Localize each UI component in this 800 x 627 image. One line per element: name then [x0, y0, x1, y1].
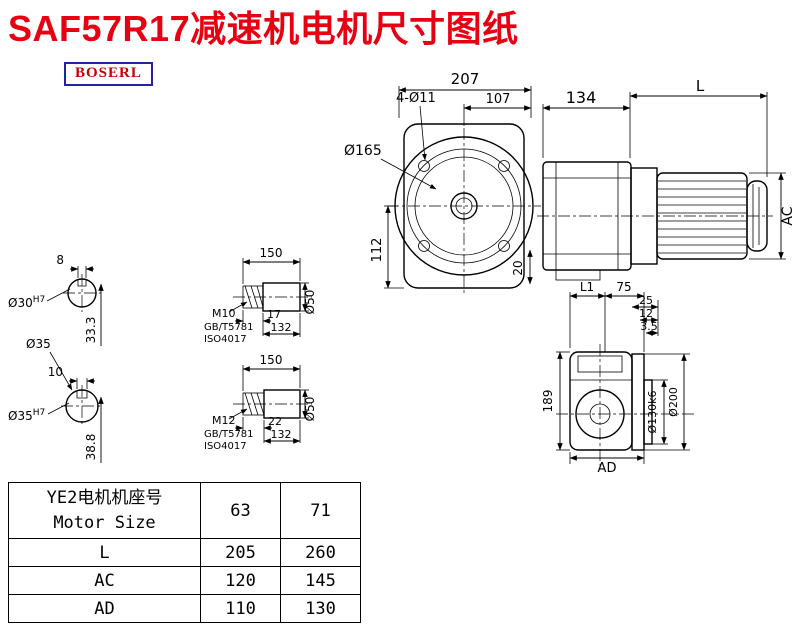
- dim-AC: AC: [780, 206, 796, 225]
- dim-112: 112: [370, 238, 385, 263]
- row-value: 260: [280, 538, 361, 567]
- thread-callout-m12: M12: [212, 414, 236, 427]
- standard-gb: GB/T5781: [204, 322, 254, 333]
- size-71-cell: 71: [280, 482, 361, 539]
- thread-callout-m10: M10: [212, 307, 236, 320]
- bolt-hole: [498, 240, 510, 252]
- dim-dia-50: Ø50: [303, 290, 317, 315]
- output-flange-view: 189 L1 75 25 12 3.5 Ø130k6 Ø200 AD: [541, 280, 696, 476]
- dim-3-5: 3.5: [640, 320, 658, 333]
- dim-165: Ø165: [344, 143, 382, 159]
- dim-38-8: 38.8: [84, 434, 98, 461]
- shaft-detail-m12: 150 Ø50 M12 GB/T5781 ISO4017 22 132: [204, 353, 317, 452]
- dim-132: 132: [271, 321, 292, 334]
- dim-20: 20: [511, 260, 525, 275]
- shaft-detail-m10: 150 Ø50 M10 GB/T5781 ISO4017 17 132: [204, 246, 317, 345]
- dim-22: 22: [268, 415, 282, 428]
- dim-207: 207: [451, 70, 480, 88]
- bolt-hole: [418, 240, 430, 252]
- page-title: SAF57R17减速机电机尺寸图纸: [8, 8, 519, 49]
- dim-130k6: Ø130k6: [646, 390, 659, 433]
- table-row-L: L 205 260: [8, 538, 361, 567]
- row-value: 120: [200, 566, 281, 595]
- dim-17: 17: [267, 308, 281, 321]
- shaft-body: [263, 389, 301, 419]
- table-row-AC: AC 120 145: [8, 566, 361, 595]
- dim-keyway-10: 10: [48, 365, 63, 379]
- motor-size-header-cn: YE2电机机座号: [46, 487, 163, 508]
- dim-12: 12: [639, 307, 653, 320]
- dim-200: Ø200: [667, 387, 680, 417]
- dim-keyway-8: 8: [56, 253, 64, 267]
- output-bore-circle: [575, 389, 625, 439]
- dim-33-3: 33.3: [84, 317, 98, 344]
- brand-logo: BOSERL: [64, 62, 153, 86]
- row-label: L: [8, 538, 201, 567]
- motor-cooling-fins: [658, 180, 746, 254]
- row-value: 110: [200, 594, 281, 623]
- front-view: 207 107 4-Ø11 Ø165 112 20: [344, 70, 541, 296]
- dim-107: 107: [486, 92, 511, 107]
- side-view: 134 L AC: [537, 77, 796, 281]
- table-row-AD: AD 110 130: [8, 594, 361, 623]
- dim-134: 134: [566, 88, 597, 107]
- shaft-end-view-35: Ø35 10 Ø35H7 38.8: [8, 337, 104, 463]
- dim-L: L: [696, 77, 705, 95]
- dim-bore-35h7: Ø35H7: [8, 408, 45, 423]
- dim-150: 150: [260, 246, 283, 260]
- standard-iso: ISO4017: [204, 441, 247, 452]
- motor-size-table: YE2电机机座号 Motor Size 63 71 L 205 260 AC 1…: [8, 482, 361, 623]
- dim-75: 75: [616, 280, 631, 294]
- dim-132: 132: [271, 428, 292, 441]
- row-value: 205: [200, 538, 281, 567]
- motor-size-header-cell: YE2电机机座号 Motor Size: [8, 482, 201, 539]
- motor-size-header-en: Motor Size: [53, 512, 156, 533]
- dim-25: 25: [639, 294, 653, 307]
- dim-bore-30h7: Ø30H7: [8, 295, 45, 310]
- dim-189: 189: [541, 390, 555, 413]
- table-header-row: YE2电机机座号 Motor Size 63 71: [8, 482, 361, 539]
- output-flange-plate: [631, 353, 645, 451]
- dim-dia-35: Ø35: [26, 337, 51, 351]
- row-label: AC: [8, 566, 201, 595]
- row-value: 145: [280, 566, 361, 595]
- dim-L1: L1: [580, 280, 594, 294]
- bolt-hole: [498, 160, 510, 172]
- standard-iso: ISO4017: [204, 334, 247, 345]
- dim-dia-50: Ø50: [303, 397, 317, 422]
- bolt-hole: [418, 160, 430, 172]
- dim-150: 150: [260, 353, 283, 367]
- flange-spigot: [643, 379, 653, 445]
- shaft-end-view-30: 8 Ø30H7 33.3: [8, 253, 104, 346]
- row-value: 130: [280, 594, 361, 623]
- dim-bolt-holes: 4-Ø11: [396, 91, 436, 106]
- standard-gb: GB/T5781: [204, 429, 254, 440]
- size-63-cell: 63: [200, 482, 281, 539]
- row-label: AD: [8, 594, 201, 623]
- shaft-body: [262, 282, 301, 312]
- dim-AD: AD: [598, 461, 617, 476]
